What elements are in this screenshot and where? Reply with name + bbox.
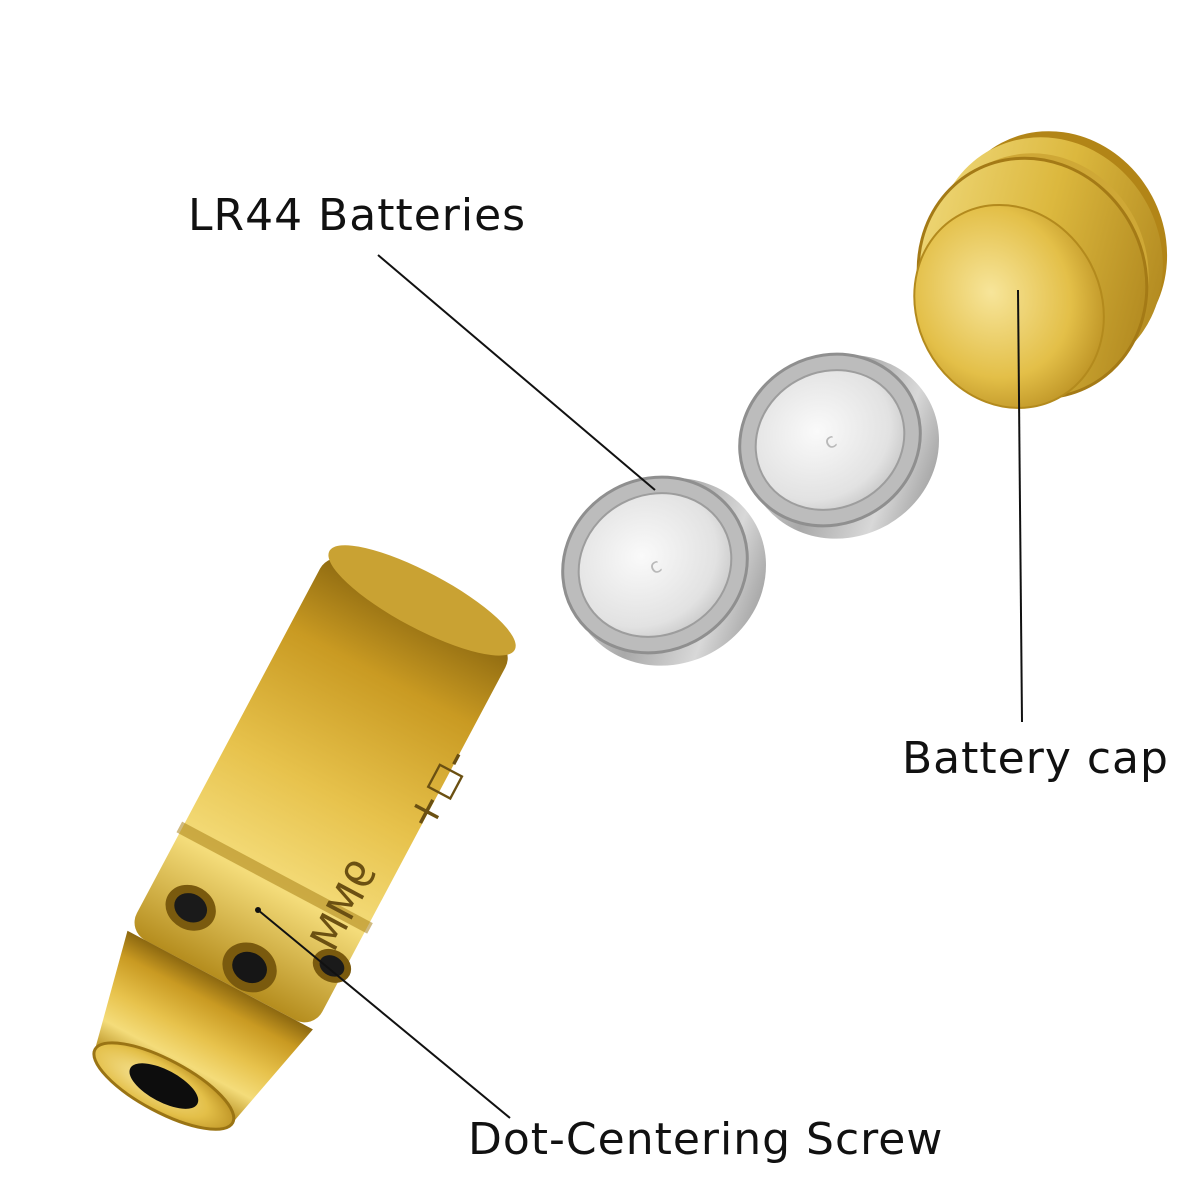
cap-leader-line [1017,289,1023,723]
battery-cap-label: Battery cap [902,733,1169,784]
set-screw [165,884,216,931]
lr44-battery: c [738,352,939,539]
batteries-leader-line [377,254,656,491]
lr44-battery: c [561,475,766,666]
leader-lines [255,254,1023,1119]
batteries-label: LR44 Batteries [188,190,527,241]
screw-leader-line [257,909,511,1119]
set-screw [222,942,277,993]
dot-centering-screw-label: Dot-Centering Screw [468,1114,944,1165]
brass-battery-cap [913,131,1168,409]
brass-laser-body [92,545,516,1131]
set-screw [312,948,352,983]
